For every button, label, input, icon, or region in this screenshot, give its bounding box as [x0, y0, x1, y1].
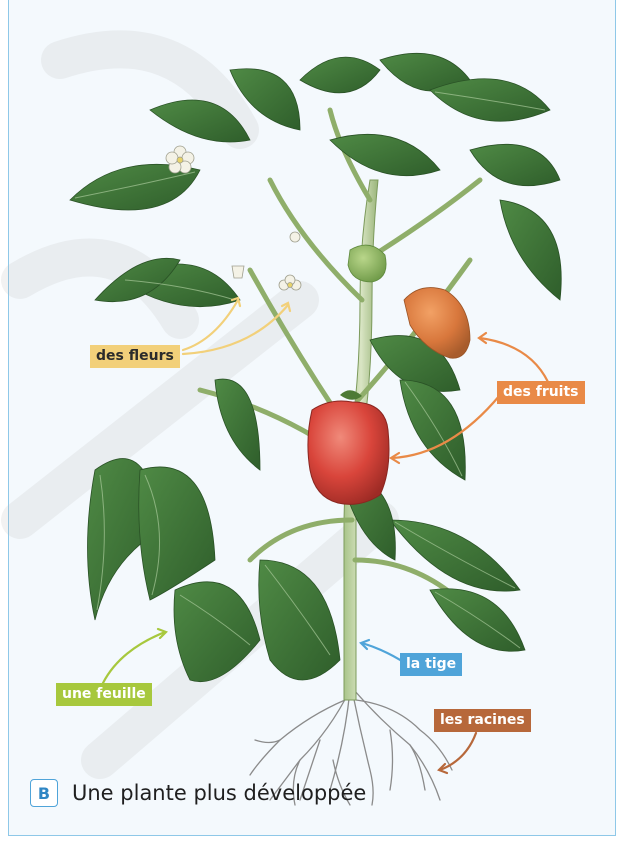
label-roots: les racines	[434, 709, 531, 732]
figure-badge: B	[30, 779, 58, 807]
label-fruits: des fruits	[497, 381, 585, 404]
label-leaf: une feuille	[56, 683, 152, 706]
green-pepper	[348, 245, 386, 282]
red-pepper	[308, 401, 389, 504]
figure-title: Une plante plus développée	[72, 781, 366, 805]
label-flowers: des fleurs	[90, 345, 180, 368]
figure-caption: B Une plante plus développée	[30, 775, 366, 811]
label-stem: la tige	[400, 653, 462, 676]
